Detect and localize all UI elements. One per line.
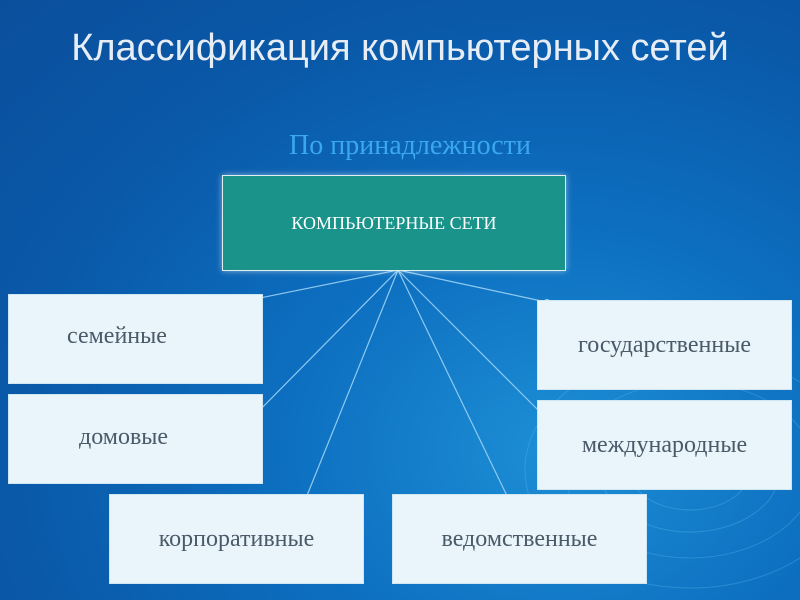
- node-home: домовые: [8, 394, 263, 484]
- root-node-computer-networks: КОМПЬЮТЕРНЫЕ СЕТИ: [222, 175, 566, 271]
- node-corporate: корпоративные: [109, 494, 364, 584]
- node-family: семейные: [8, 294, 263, 384]
- node-departmental: ведомственные: [392, 494, 647, 584]
- slide-subtitle: По принадлежности: [289, 130, 531, 161]
- connector-home: [249, 269, 399, 421]
- node-state: государственные: [537, 300, 792, 390]
- connector-corporate: [305, 269, 399, 499]
- connector-departmental: [397, 269, 510, 501]
- slide-title: Классификация компьютерных сетей: [71, 27, 729, 69]
- connector-family: [249, 269, 399, 301]
- connector-state: [397, 269, 547, 303]
- connector-international: [397, 269, 547, 419]
- node-international: международные: [537, 400, 792, 490]
